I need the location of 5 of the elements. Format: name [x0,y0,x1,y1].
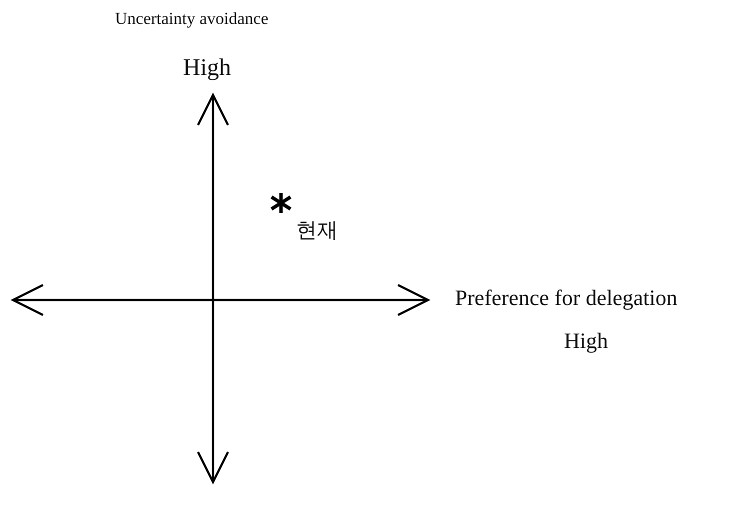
axis-end-label: High [183,56,231,80]
axis-title: Preference for delegation [455,287,678,309]
axis-end-label: High [564,330,608,352]
axis-title: Uncertainty avoidance [115,10,268,27]
point-label: 현재 [296,220,338,241]
